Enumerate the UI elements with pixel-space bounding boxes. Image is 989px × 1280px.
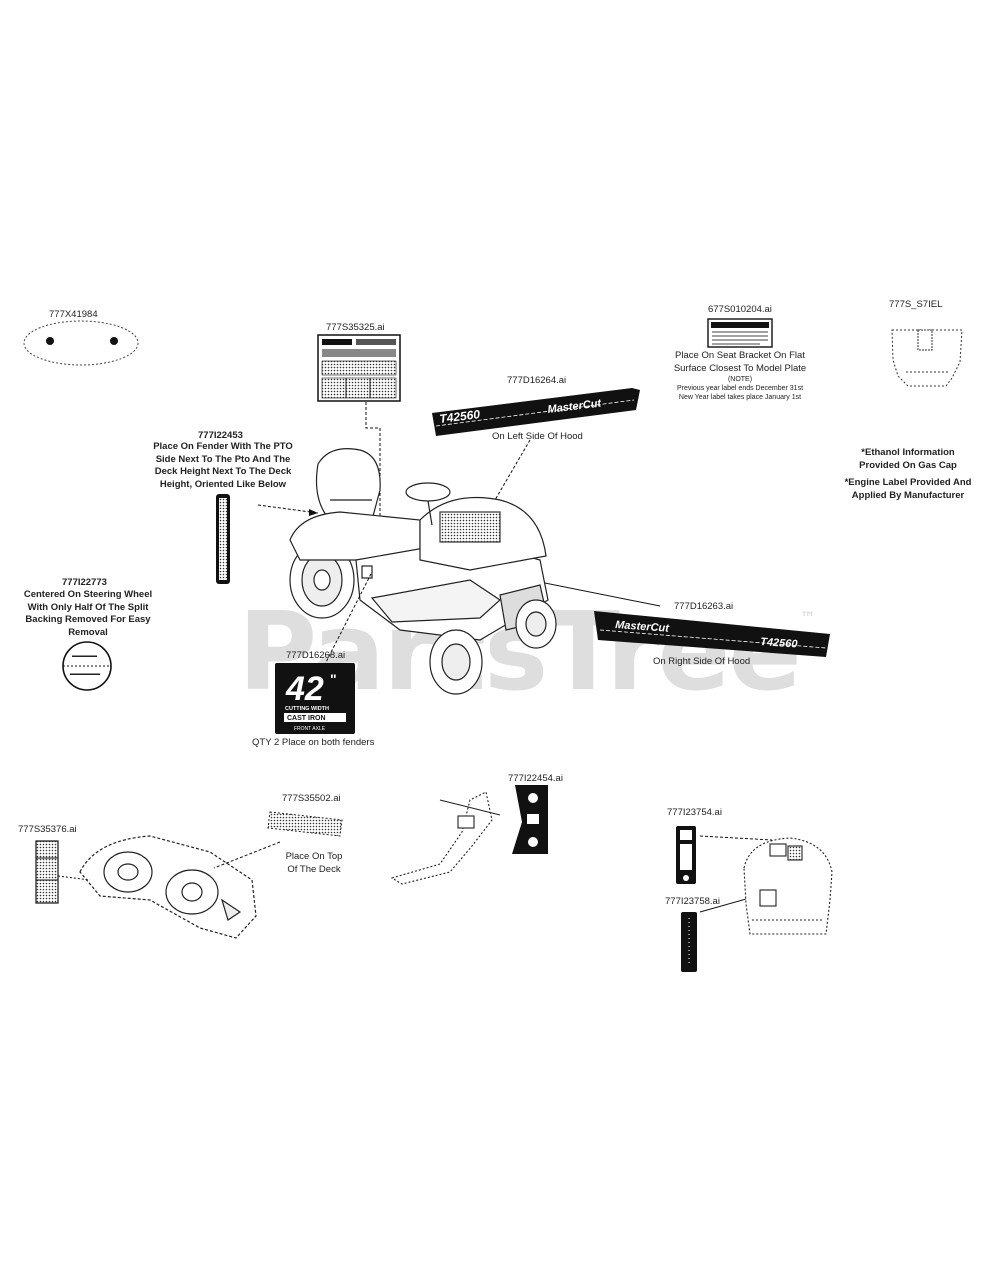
right-hood-note: On Right Side Of Hood — [653, 656, 751, 667]
part-number-777d16268: 777D16268.ai — [286, 650, 346, 661]
part-number-777d16264: 777D16264.ai — [507, 375, 567, 386]
svg-text:▬▬▬▬▬: ▬▬▬▬▬ — [72, 653, 97, 659]
part-number-engine-cover: 777S_S7IEL — [889, 299, 943, 310]
part-number-777s35502: 777S35502.ai — [282, 793, 341, 804]
deck-top-note: Place On Top Of The Deck — [285, 851, 343, 875]
ethanol-note: *Ethanol Information Provided On Gas Cap — [859, 447, 957, 471]
svg-text:MasterCut: MasterCut — [615, 619, 671, 635]
part-number-777s35376: 777S35376.ai — [18, 824, 77, 835]
tractor-drawing — [289, 448, 557, 695]
deck-label-777s35376 — [35, 840, 59, 904]
svg-text:42: 42 — [285, 670, 324, 708]
fenders-qty-note: QTY 2 Place on both fenders — [252, 737, 375, 748]
part-number-777i23754: 777I23754.ai — [667, 807, 722, 818]
cutting-width-decal: 42 " CUTTING WIDTH CAST IRON FRONT AXLE — [275, 663, 355, 734]
part-number-777i22454: 777I22454.ai — [508, 773, 563, 784]
svg-text:CAST IRON: CAST IRON — [287, 715, 326, 722]
left-hood-note: On Left Side Of Hood — [492, 431, 583, 442]
engine-label-note: *Engine Label Provided And Applied By Ma… — [844, 477, 972, 501]
deck-top-label — [267, 811, 343, 837]
part-number-777i22453: 777I22453 — [198, 430, 243, 441]
pedal-decal — [512, 785, 548, 854]
part-number-777d16263: 777D16263.ai — [674, 601, 734, 612]
throttle-label-777i23758 — [681, 912, 697, 972]
mower-deck-drawing — [79, 835, 257, 939]
svg-text:T42560: T42560 — [760, 636, 799, 651]
steering-note: Centered On Steering Wheel With Only Hal… — [23, 589, 153, 638]
svg-text:": " — [330, 671, 337, 687]
part-number-777x41984: 777X41984 — [49, 309, 98, 320]
engine-cover-outline — [891, 329, 963, 387]
part-number-777i22773: 777I22773 — [62, 577, 107, 588]
svg-text:CUTTING WIDTH: CUTTING WIDTH — [285, 706, 329, 712]
part-number-777i23758: 777I23758.ai — [665, 896, 720, 907]
left-hood-decal: T42560 MasterCut — [432, 388, 640, 436]
dash-panel-drawing — [743, 837, 833, 935]
part-number-677s010204: 677S010204.ai — [708, 304, 772, 315]
oval-decal-777x41984 — [23, 320, 139, 366]
svg-text:FRONT AXLE: FRONT AXLE — [294, 726, 326, 732]
safety-label-777s35325 — [317, 334, 401, 402]
right-hood-decal: MasterCut T42560 — [594, 611, 830, 657]
steering-wheel-decal: ▬▬▬▬▬ ▬▬▬▬▬▬ — [62, 641, 112, 691]
seat-bracket-note: Place On Seat Bracket On Flat Surface Cl… — [673, 350, 807, 401]
pedal-drawing — [390, 791, 501, 885]
fender-note: Place On Fender With The PTO Side Next T… — [153, 441, 293, 490]
fuel-label-777i23754 — [676, 826, 696, 884]
svg-text:▬▬▬▬▬▬: ▬▬▬▬▬▬ — [70, 671, 100, 677]
svg-text:T42560: T42560 — [439, 407, 481, 426]
pto-decal-strip — [216, 494, 230, 584]
year-label-677s010204 — [707, 318, 773, 348]
part-number-777s35325: 777S35325.ai — [326, 322, 385, 333]
